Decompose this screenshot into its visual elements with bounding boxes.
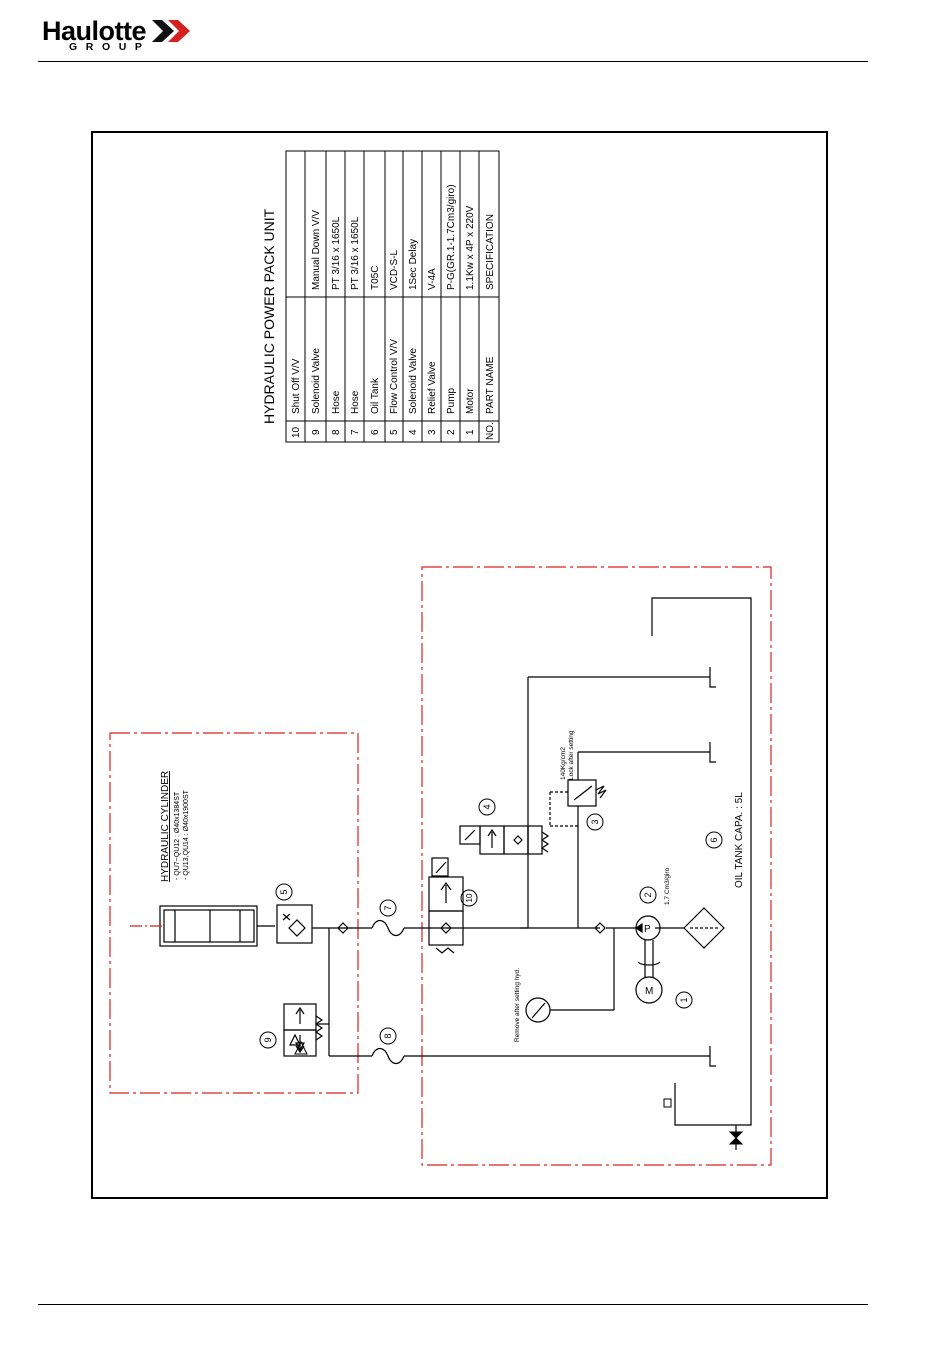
row-name: Pump <box>446 387 457 414</box>
row-spec: T05C <box>370 266 381 290</box>
row-spec: V-4A <box>427 268 438 290</box>
row-no: 6 <box>370 429 381 435</box>
logo-wordmark: Haulotte <box>42 16 147 46</box>
row-no: 4 <box>408 429 419 435</box>
row-name: Solenoid Valve <box>408 348 419 414</box>
row-spec: 1Sec Delay <box>408 239 419 290</box>
header-specification: SPECIFICATION <box>485 214 496 290</box>
balloon-8: 8 <box>383 1033 393 1038</box>
tank-breather-icon <box>663 1098 672 1108</box>
part-balloons <box>259 798 723 1049</box>
row-no: 5 <box>389 429 400 435</box>
row-no: 1 <box>465 429 476 435</box>
relief-setting-pressure: 140Kg/cm2 <box>560 747 567 780</box>
hose-loops <box>371 919 405 1065</box>
relief-valve-symbol <box>549 779 607 827</box>
part-balloon-numbers: 1 2 3 4 5 6 7 8 9 10 <box>263 804 719 1042</box>
solenoid-valve-symbol <box>459 825 550 855</box>
row-name: Solenoid Valve <box>311 348 322 414</box>
logo-group-text: GROUP <box>69 41 151 53</box>
row-no: 8 <box>331 429 342 435</box>
balloon-6: 6 <box>709 837 719 842</box>
check-valve-icons <box>337 922 606 934</box>
row-spec: PT 3/16 x 1650L <box>350 216 361 290</box>
row-name: Hose <box>350 390 361 414</box>
header-rule <box>38 61 868 62</box>
pump-capacity: 1.7 Cm3/giro <box>664 867 671 905</box>
gauge-note: Remove after setting hyd. <box>514 968 521 1042</box>
balloon-5: 5 <box>279 889 289 894</box>
warning-triangle-icon <box>294 1040 308 1055</box>
motor-letter: M <box>645 986 653 997</box>
balloon-2: 2 <box>643 892 653 897</box>
power-pack-zone-boundary <box>421 566 772 1166</box>
cylinder-spec-line1: - QU7~QU12 : Ø40x1384ST <box>174 791 181 880</box>
motor-symbol <box>635 940 663 1004</box>
row-spec: Manual Down V/V <box>311 210 322 290</box>
cylinder-spec-line2: - QU13,QU14 : Ø40x1900ST <box>183 789 190 880</box>
row-name: Hose <box>331 390 342 414</box>
balloon-3: 3 <box>590 819 600 824</box>
drawing-frame <box>91 131 828 1199</box>
diagram-labels: HYDRAULIC CYLINDER - QU7~QU12 : Ø40x1384… <box>160 730 745 1042</box>
parts-table <box>285 150 500 443</box>
filter-symbol <box>683 907 725 949</box>
hydraulic-lines <box>312 597 752 1150</box>
pump-symbol <box>634 915 661 941</box>
balloon-4: 4 <box>482 804 492 809</box>
row-name: Motor <box>465 388 476 414</box>
row-name: Oil Tank <box>370 377 381 414</box>
pressure-gauge-icon <box>525 997 551 1023</box>
row-name: Relief Valve <box>427 361 438 414</box>
row-no: 10 <box>291 426 302 438</box>
flow-control-valve-symbol <box>276 904 313 944</box>
header-part-name: PART NAME <box>485 356 496 414</box>
balloon-1: 1 <box>679 997 689 1002</box>
relief-setting-note: Lock after setting <box>568 730 575 780</box>
balloon-7: 7 <box>383 905 393 910</box>
parts-table-text: HYDRAULIC POWER PACK UNIT 10 Shut Off V/… <box>261 184 496 440</box>
row-name: Shut Off V/V <box>291 358 302 414</box>
row-no: 3 <box>427 429 438 435</box>
logo-chevrons-icon <box>152 20 190 42</box>
row-no: 2 <box>446 429 457 435</box>
cylinder-zone-boundary <box>109 732 359 1094</box>
hydraulic-cylinder-symbol <box>130 905 275 947</box>
balloon-9: 9 <box>263 1037 273 1042</box>
tank-capacity: OIL TANK CAPA. : 5L <box>734 792 745 888</box>
manual-down-valve-symbol <box>283 1003 324 1057</box>
row-no: 9 <box>311 429 322 435</box>
header-no: NO. <box>485 422 496 440</box>
row-spec: P-G(GR.1-1.7Cm3/giro) <box>446 184 457 290</box>
row-spec: 1.1Kw x 4P x 220V <box>465 205 476 290</box>
row-name: Flow Control V/V <box>389 339 400 414</box>
row-no: 7 <box>350 429 361 435</box>
drain-valve-icon <box>728 1131 744 1145</box>
footer-rule <box>38 1304 868 1305</box>
pump-letter: P <box>644 924 651 935</box>
cylinder-title: HYDRAULIC CYLINDER <box>160 771 171 882</box>
balloon-10: 10 <box>465 893 474 902</box>
row-spec: PT 3/16 x 1650L <box>331 216 342 290</box>
haulotte-logo: Haulotte GROUP <box>40 14 210 56</box>
row-spec: VCD-S-L <box>389 250 400 290</box>
table-title: HYDRAULIC POWER PACK UNIT <box>261 208 277 424</box>
shut-off-valve-symbol <box>428 857 464 954</box>
